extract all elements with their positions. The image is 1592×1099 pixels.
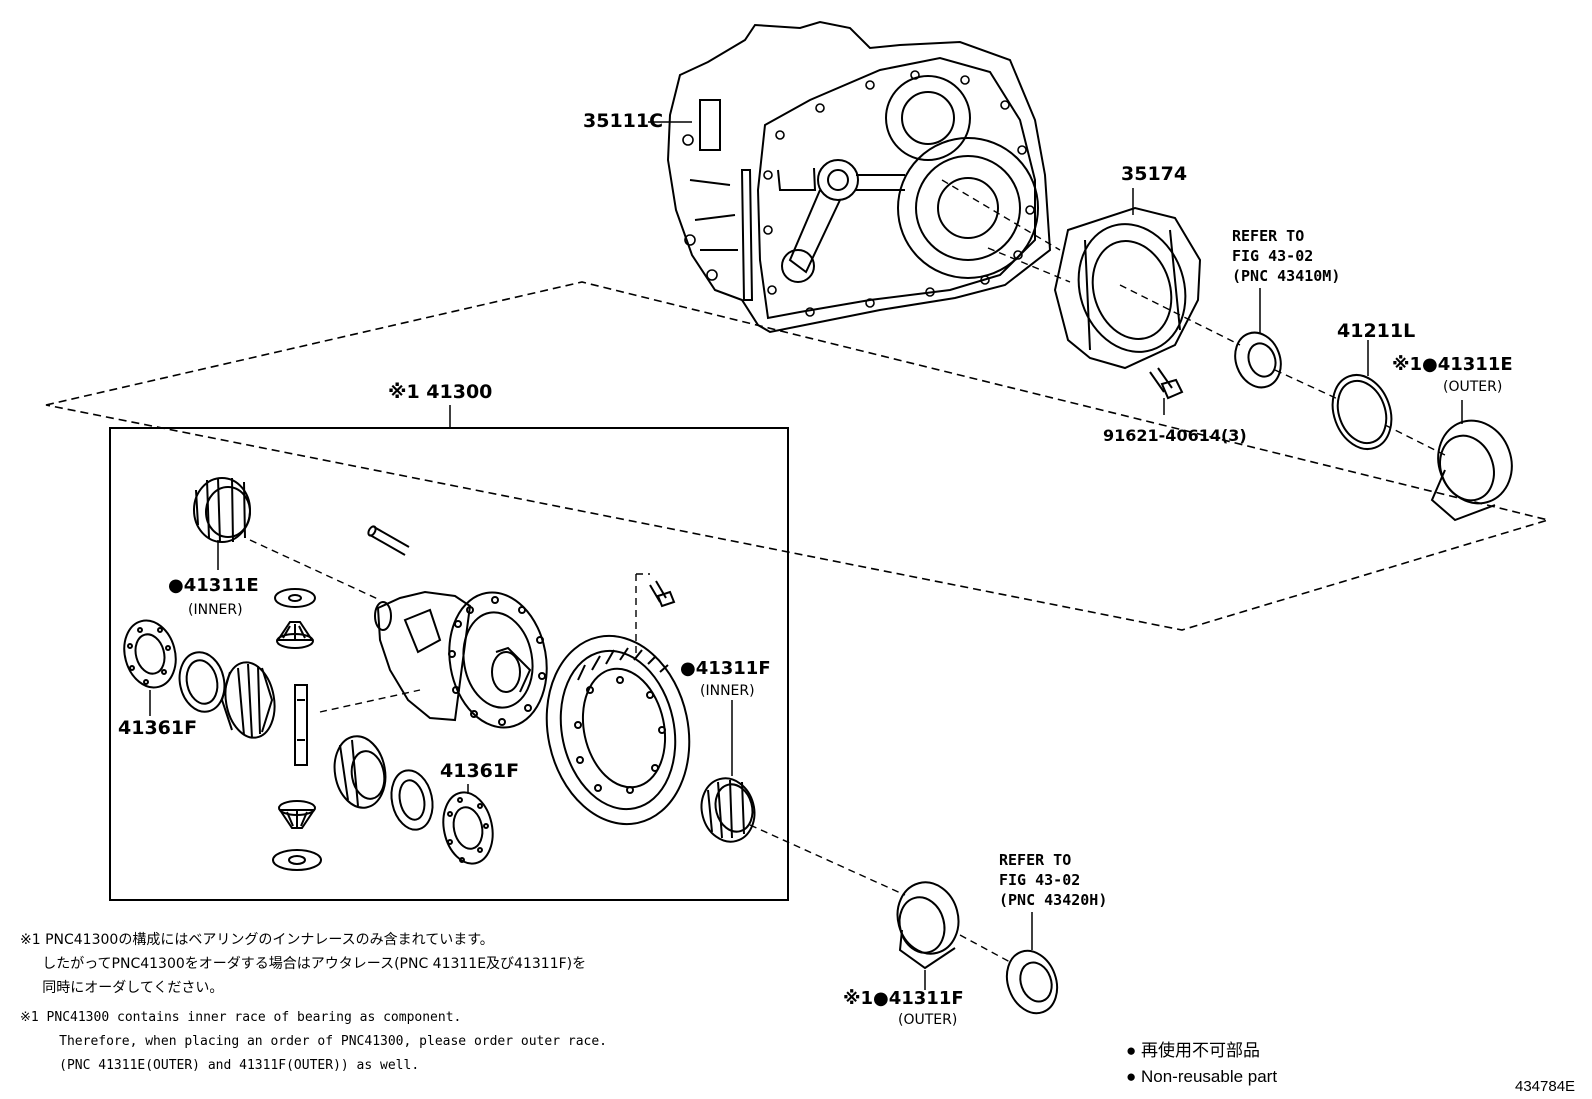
bearing-inner-e-drawing <box>193 477 251 570</box>
figure-number: 434784E <box>1515 1078 1576 1095</box>
note-japanese: ※1 PNC41300の構成にはベアリングのインナレースのみ含まれています。 し… <box>20 932 587 996</box>
differential-case-drawing <box>374 590 548 729</box>
label-41311f-inner: ●41311F <box>680 658 771 679</box>
reference-note-top: REFER TO FIG 43-02 (PNC 43410M) <box>1232 227 1341 285</box>
oil-seal-right-drawing <box>1234 288 1282 389</box>
label-41361f-right: 41361F <box>440 760 520 782</box>
side-gear-left-drawing <box>220 661 276 739</box>
label-41311f-outer: ※1●41311F <box>843 988 964 1009</box>
oil-seal-left-drawing <box>1005 912 1059 1015</box>
label-41311e-inner: ●41311E <box>168 575 259 596</box>
label-35174: 35174 <box>1121 163 1188 185</box>
label-91621: 91621-40614(3) <box>1103 426 1247 445</box>
thrust-washer-ring-drawing <box>178 651 226 713</box>
transmission-case-drawing <box>666 20 1052 334</box>
thrust-washer-right-drawing <box>390 769 434 831</box>
label-35111c: 35111C <box>583 110 664 132</box>
note-english: ※1 PNC41300 contains inner race of beari… <box>20 1010 607 1073</box>
case-retainer-drawing <box>1053 188 1202 370</box>
label-41311f-outer-sub: (OUTER) <box>898 1012 958 1028</box>
side-gear-washer-left-drawing <box>123 619 177 716</box>
ring-gear-drawing <box>545 634 691 826</box>
legend-english: ● Non-reusable part <box>1126 1067 1278 1086</box>
bolt-drawing <box>1149 367 1184 415</box>
shim-drawing <box>1331 340 1393 450</box>
pinion-shaft-drawing <box>294 684 308 766</box>
outer-race-f-drawing <box>896 881 960 990</box>
side-gear-washer-right-drawing <box>442 784 494 865</box>
label-41311e-outer-sub: (OUTER) <box>1443 379 1503 395</box>
pinion-pin-drawing <box>367 525 410 556</box>
label-41361f-left: 41361F <box>118 717 198 739</box>
pinion-gear-bottom-drawing <box>278 800 316 829</box>
side-gear-right-drawing <box>333 735 387 809</box>
legend-japanese: ● 再使用不可部品 <box>1126 1041 1260 1060</box>
label-41300: ※1 41300 <box>388 381 493 403</box>
label-41211l: 41211L <box>1337 320 1416 342</box>
outer-race-e-drawing <box>1430 400 1513 522</box>
thrust-washer-top-drawing <box>274 588 316 608</box>
ring-gear-bolt-drawing <box>649 580 676 608</box>
label-41311e-inner-sub: (INNER) <box>188 602 243 618</box>
pinion-gear-top-drawing <box>276 621 314 649</box>
label-41311e-outer: ※1●41311E <box>1392 354 1513 375</box>
label-41311f-inner-sub: (INNER) <box>700 683 755 699</box>
reference-note-bottom: REFER TO FIG 43-02 (PNC 43420H) <box>999 851 1108 909</box>
bearing-inner-f-drawing <box>700 700 756 843</box>
thrust-washer-bottom-drawing <box>272 849 322 871</box>
